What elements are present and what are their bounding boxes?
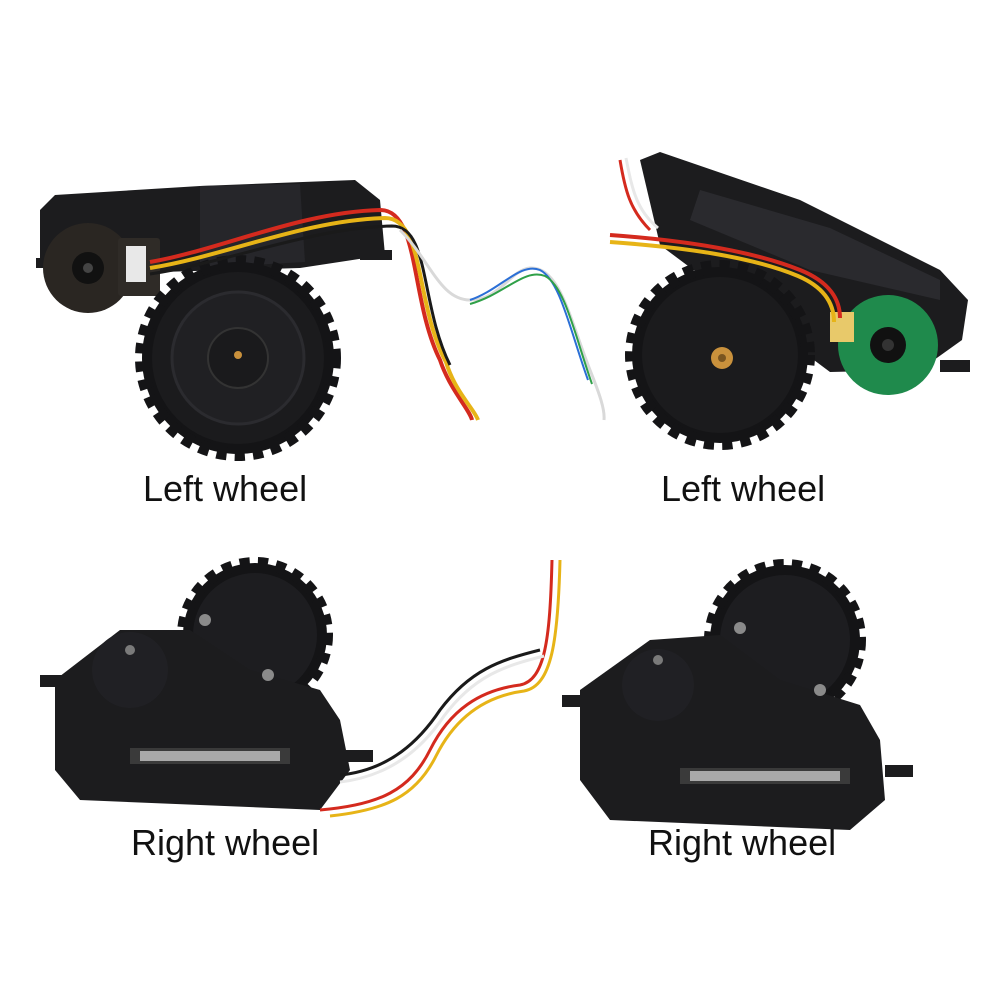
bottom-right-wheel-photo: Right wheel <box>500 520 1001 880</box>
right-wheel-module-image-2 <box>562 559 913 830</box>
caption-top-left: Left wheel <box>143 468 308 509</box>
left-wheel-module-image-2 <box>609 152 970 450</box>
tire <box>135 255 341 461</box>
tire <box>625 260 815 450</box>
bottom-left-wheel-photo: Right wheel <box>0 520 562 880</box>
green-encoder-pcb <box>830 295 938 395</box>
tension-spring <box>130 748 290 764</box>
top-right-wheel-photo: Left wheel <box>500 0 1001 509</box>
left-wheel-module-image-1 <box>36 180 606 461</box>
caption-top-right: Left wheel <box>661 468 826 509</box>
top-left-wheel-photo: Left wheel <box>0 0 606 509</box>
caption-bottom-right: Right wheel <box>648 822 837 863</box>
right-wheel-module-image-1 <box>40 557 562 818</box>
tension-spring <box>680 768 850 784</box>
caption-bottom-left: Right wheel <box>131 822 320 863</box>
